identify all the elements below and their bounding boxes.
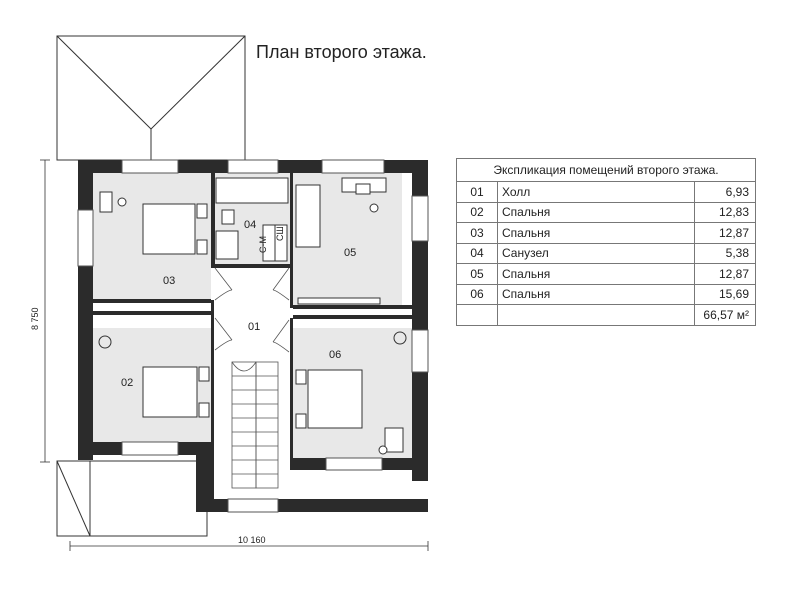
room-name: Санузел [497, 242, 695, 264]
room-area: 6,93 [694, 181, 756, 203]
total-empty-name [497, 304, 695, 326]
room-name: Спальня [497, 222, 695, 244]
room-number: 05 [456, 263, 498, 285]
table-row: 04 Санузел 5,38 [456, 242, 756, 264]
room-number: 03 [456, 222, 498, 244]
bathroom-fixtures [215, 177, 289, 262]
plants [98, 331, 407, 349]
bed-room-03 [142, 203, 208, 255]
table-row: 03 Спальня 12,87 [456, 222, 756, 244]
desks-and-chairs [99, 183, 404, 455]
table-row: 01 Холл 6,93 [456, 181, 756, 203]
room-label-03: 03 [163, 275, 175, 287]
roof-top [56, 35, 246, 161]
explication-header: Экспликация помещений второго этажа. [456, 158, 756, 182]
room-name: Спальня [497, 263, 695, 285]
explication-table: Экспликация помещений второго этажа. 01 … [456, 158, 756, 326]
table-row: 06 Спальня 15,69 [456, 283, 756, 305]
room-number: 02 [456, 201, 498, 223]
bed-room-06 [295, 369, 363, 429]
hall-floor [214, 268, 290, 502]
page-title: План второго этажа. [256, 42, 427, 62]
total-row: 66,57 м² [456, 304, 756, 326]
dimension-lines [40, 159, 429, 551]
room-label-06: 06 [329, 349, 341, 361]
roof-bottom [56, 460, 208, 537]
room-area: 12,83 [694, 201, 756, 223]
total-area: 66,57 м² [694, 304, 756, 326]
room-area: 15,69 [694, 283, 756, 305]
bath-cabinet-sh-label: СШ [275, 226, 285, 241]
door-swings [214, 267, 290, 353]
bath-cabinet-cm-label: С-М [258, 236, 268, 253]
room-number: 06 [456, 283, 498, 305]
total-empty-num [456, 304, 498, 326]
room-area: 12,87 [694, 263, 756, 285]
bed-room-02 [142, 366, 210, 418]
room-number: 01 [456, 181, 498, 203]
staircase [231, 361, 279, 489]
windows [77, 159, 429, 513]
room-label-05: 05 [344, 247, 356, 259]
room-name: Спальня [497, 283, 695, 305]
room-label-01: 01 [248, 321, 260, 333]
room-label-02: 02 [121, 377, 133, 389]
room-number: 04 [456, 242, 498, 264]
table-row: 02 Спальня 12,83 [456, 201, 756, 223]
room-name: Холл [497, 181, 695, 203]
table-row: 05 Спальня 12,87 [456, 263, 756, 285]
room-area: 5,38 [694, 242, 756, 264]
room-area: 12,87 [694, 222, 756, 244]
explication-header-row: Экспликация помещений второго этажа. [456, 158, 756, 182]
dimension-width: 10 160 [238, 535, 266, 545]
room-label-04: 04 [244, 219, 256, 231]
dimension-height: 8 750 [30, 307, 40, 330]
room-name: Спальня [497, 201, 695, 223]
